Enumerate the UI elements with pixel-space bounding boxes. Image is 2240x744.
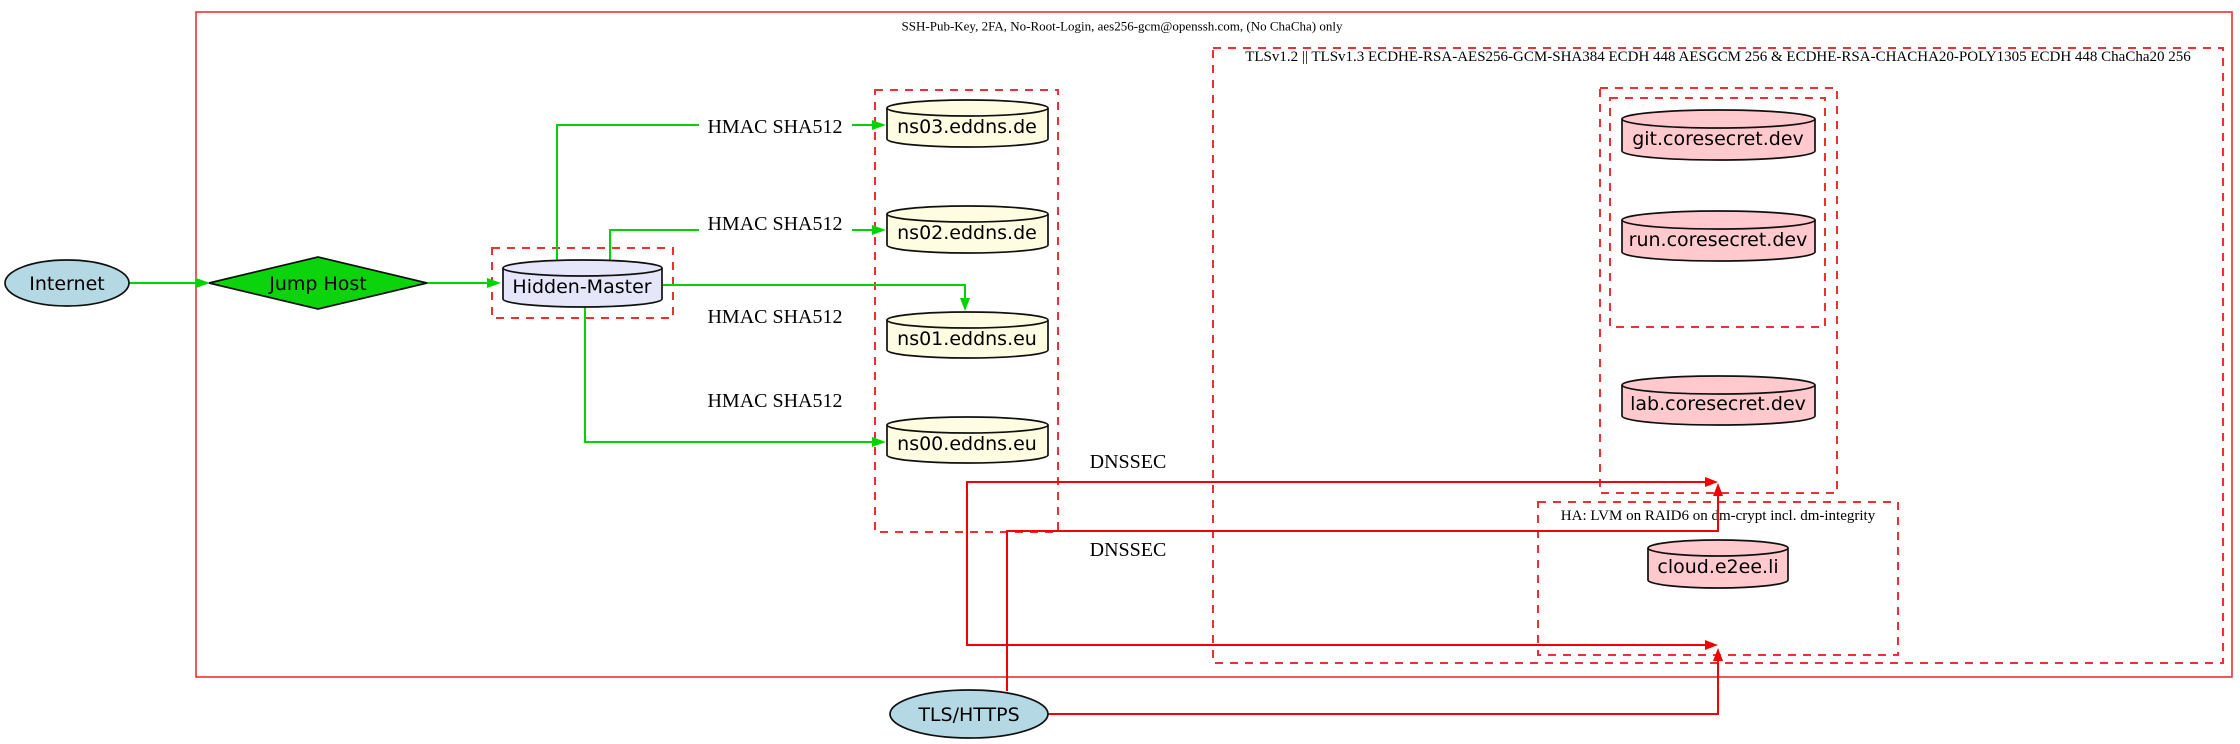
node-cloud [1647, 539, 1789, 589]
node-hidden-master-rim [502, 267, 663, 277]
arrowhead-hiddenmaster-ns02 [872, 225, 886, 235]
node-internet-label: Internet [29, 273, 104, 295]
node-ns01 [886, 311, 1049, 359]
cluster-ssh-box [195, 11, 2233, 678]
node-ns02-label: ns02.eddns.de [897, 222, 1037, 244]
arrowhead-eddns-coresecret [1705, 477, 1718, 487]
node-ns03 [886, 99, 1049, 148]
node-git [1621, 109, 1816, 161]
node-hidden-master [502, 259, 663, 308]
edge-label-hmac-ns01: HMAC SHA512 [707, 306, 842, 328]
arrowhead-hiddenmaster-ns01 [960, 298, 970, 311]
node-lab-label: lab.coresecret.dev [1630, 393, 1806, 415]
node-cloud-rim [1647, 547, 1789, 557]
edge-label-dnssec-1: DNSSEC [1090, 451, 1167, 473]
node-internet [4, 259, 130, 307]
arrowhead-hiddenmaster-ns00 [872, 437, 886, 447]
node-jump-host-label: Jump Host [268, 273, 367, 295]
arrowhead-internet-jumphost [196, 278, 210, 288]
edge-hiddenmaster-ns03 [556, 124, 699, 260]
node-tls-https-label: TLS/HTTPS [917, 704, 1019, 726]
edge-eddns-ha-dnssec [966, 532, 1705, 646]
node-ns00 [886, 416, 1049, 464]
node-jump-host [208, 256, 428, 310]
cluster-eddns-box [874, 89, 1059, 533]
node-lab [1621, 375, 1816, 426]
edge-hiddenmaster-ns01 [663, 284, 966, 298]
node-ns00-rim [886, 424, 1049, 434]
edge-label-hmac-ns02: HMAC SHA512 [707, 213, 842, 235]
cluster-tls-label: TLSv1.2 || TLSv1.3 ECDHE-RSA-AES256-GCM-… [1245, 49, 2191, 65]
cluster-gitrun-box [1609, 97, 1826, 328]
arrowhead-eddns-ha [1705, 640, 1718, 650]
node-git-label: git.coresecret.dev [1632, 128, 1804, 150]
node-ns01-label: ns01.eddns.eu [897, 328, 1037, 350]
node-lab-rim [1621, 384, 1816, 395]
node-tls-https [889, 689, 1049, 739]
edge-label-hmac-ns03: HMAC SHA512 [707, 116, 842, 138]
node-ns03-rim [886, 107, 1049, 117]
arrowhead-jumphost-hiddenmaster [487, 278, 501, 288]
edge-hiddenmaster-ns00 [584, 307, 872, 443]
node-ns01-rim [886, 319, 1049, 329]
edge-label-dnssec-2: DNSSEC [1090, 539, 1167, 561]
node-ns02-rim [886, 213, 1049, 223]
cluster-coresecret-box [1599, 87, 1838, 494]
arrowhead-tlshttps-ha [1713, 648, 1723, 661]
edge-hiddenmaster-ns02 [609, 229, 699, 260]
node-hidden-master-label: Hidden-Master [512, 276, 651, 298]
node-ns00-label: ns00.eddns.eu [897, 433, 1037, 455]
cluster-ssh-label: SSH-Pub-Key, 2FA, No-Root-Login, aes256-… [902, 19, 1343, 34]
edge-label-hmac-ns00: HMAC SHA512 [707, 390, 842, 412]
node-run-rim [1621, 219, 1816, 230]
node-ns02 [886, 205, 1049, 254]
node-ns03-label: ns03.eddns.de [897, 116, 1037, 138]
node-cloud-label: cloud.e2ee.li [1657, 556, 1778, 578]
edge-tlshttps-coresecret [1006, 496, 1719, 691]
node-run-label: run.coresecret.dev [1629, 229, 1808, 251]
arrowhead-tlshttps-coresecret [1713, 483, 1723, 496]
edge-tlshttps-ha [1048, 661, 1719, 715]
node-run [1621, 210, 1816, 262]
arrowhead-hiddenmaster-ns03 [872, 120, 886, 130]
edge-eddns-coresecret-dnssec [966, 481, 1705, 532]
node-git-rim [1621, 118, 1816, 129]
